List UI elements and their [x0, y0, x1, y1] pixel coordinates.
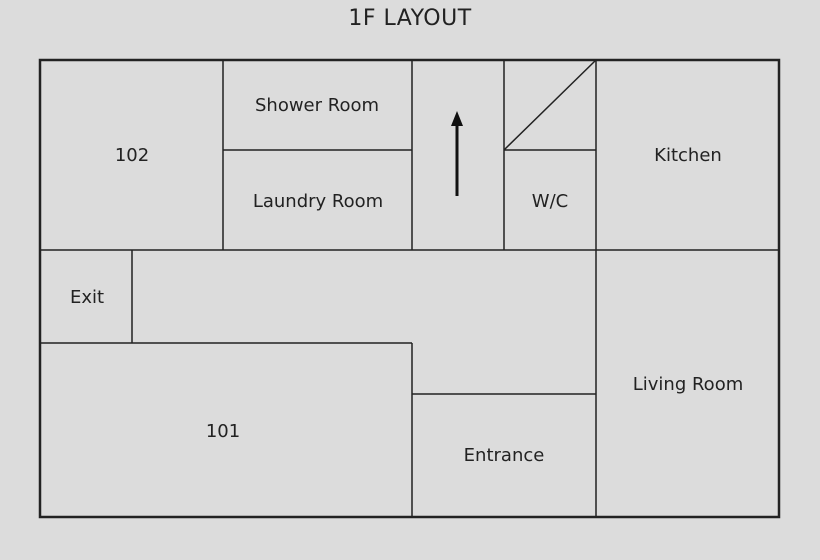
room-label-laundry-room: Laundry Room	[253, 191, 383, 212]
interior-walls	[40, 59, 779, 517]
stair-diagonal	[503, 59, 597, 151]
room-label-exit: Exit	[70, 287, 104, 308]
page-title: 1F LAYOUT	[348, 6, 472, 31]
room-label-shower-room: Shower Room	[255, 95, 379, 116]
room-label-living-room: Living Room	[633, 374, 744, 395]
room-label-102: 102	[115, 145, 149, 166]
up-arrow-icon	[451, 111, 463, 196]
outer-wall	[38, 58, 781, 519]
room-label-entrance: Entrance	[464, 445, 545, 466]
room-label-101: 101	[206, 421, 240, 442]
room-label-kitchen: Kitchen	[654, 145, 722, 166]
room-label-wc: W/C	[532, 191, 568, 212]
